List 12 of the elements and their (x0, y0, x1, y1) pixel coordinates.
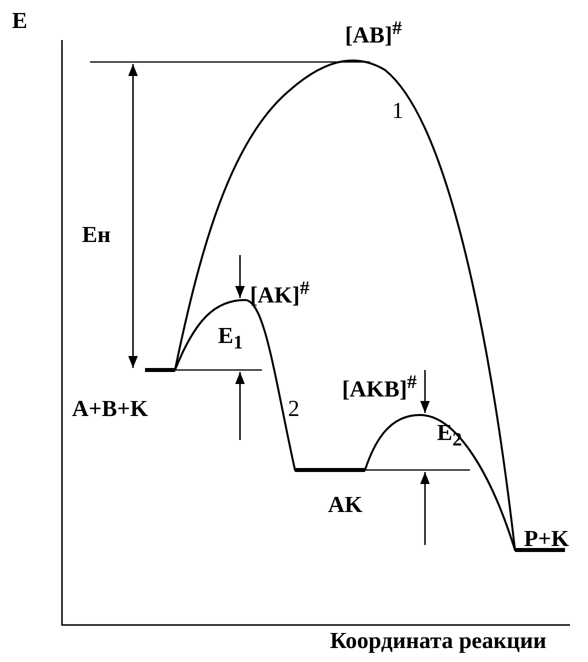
axis-label: E (12, 8, 28, 34)
curve-number: 2 (288, 396, 300, 422)
curve-number: 1 (392, 98, 404, 124)
state-label: P+K (524, 526, 570, 552)
state-label: [AK]$^{#}$ (250, 278, 310, 308)
state-label: A+B+K (72, 396, 148, 422)
axis-label: Координата реакции (330, 628, 546, 654)
state-label: [AKB]$^{#}$ (342, 372, 417, 402)
state-label: AK (328, 492, 362, 518)
state-label: [AB]$^{#}$ (345, 18, 402, 48)
energy-label: E$_{1}$ (218, 323, 243, 354)
energy-label: Eн (82, 222, 111, 248)
